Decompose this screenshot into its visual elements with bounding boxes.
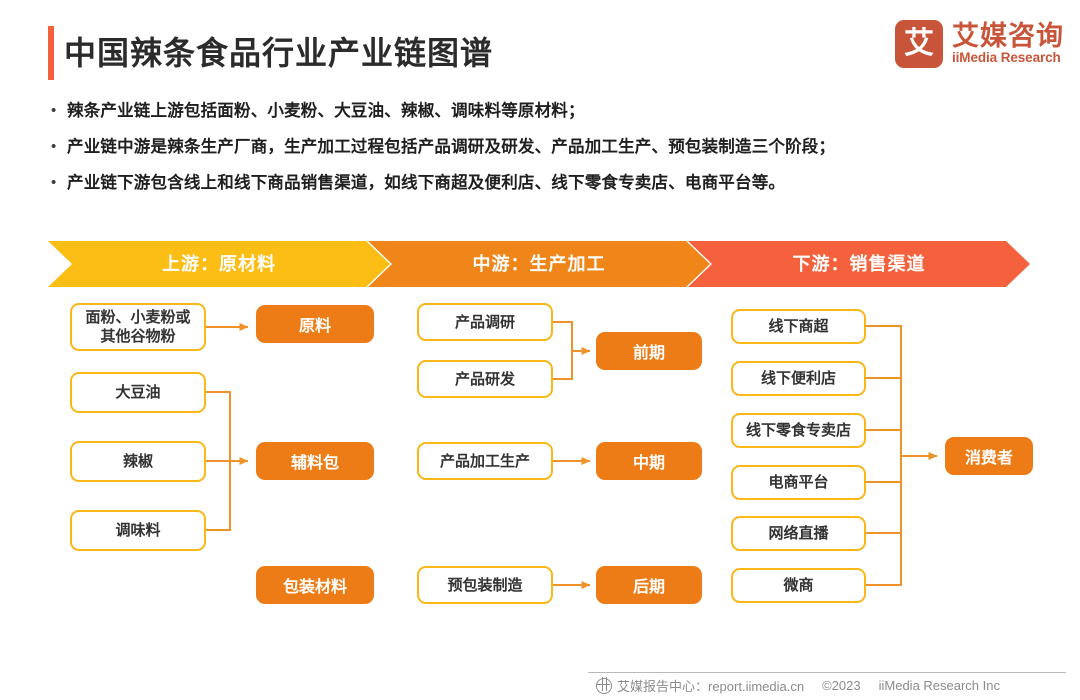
node-label: 预包装制造 xyxy=(447,576,523,594)
node-label: 微商 xyxy=(783,577,814,594)
node-raw-material[interactable]: 原料 xyxy=(256,305,374,343)
node-offline-snack-store[interactable]: 线下零食专卖店 xyxy=(731,413,866,448)
node-chili[interactable]: 辣椒 xyxy=(70,441,206,482)
node-wechat-business[interactable]: 微商 xyxy=(731,568,866,603)
node-late-stage[interactable]: 后期 xyxy=(596,566,702,604)
band-chevron-downstream xyxy=(688,241,1030,287)
stage-band-shapes xyxy=(48,241,1030,287)
logo-mark-glyph: 艾 xyxy=(904,27,934,60)
footer: 艾媒报告中心：report.iimedia.cn ©2023 iiMedia R… xyxy=(595,676,1000,695)
bullet-text: 产业链中游是辣条生产厂商，生产加工过程包括产品调研及研发、产品加工生产、预包装制… xyxy=(67,138,836,156)
node-offline-convenience-store[interactable]: 线下便利店 xyxy=(731,361,866,396)
title-accent-bar xyxy=(48,26,54,80)
node-mid-stage[interactable]: 中期 xyxy=(596,442,702,480)
node-live-streaming[interactable]: 网络直播 xyxy=(731,516,866,551)
bullet-dot-icon: • xyxy=(51,174,57,191)
node-label: 辅料包 xyxy=(290,455,339,472)
node-consumer[interactable]: 消费者 xyxy=(945,437,1033,475)
bullet-text: 辣条产业链上游包括面粉、小麦粉、大豆油、辣椒、调味料等原材料； xyxy=(67,102,585,120)
logo-cn-name: 艾媒咨询 xyxy=(952,20,1064,51)
list-item: • 产业链下游包含线上和线下商品销售渠道，如线下商超及便利店、线下零食专卖店、电… xyxy=(48,169,1043,197)
node-label: 原料 xyxy=(298,318,331,335)
node-label: 消费者 xyxy=(964,450,1013,467)
node-offline-supermarket[interactable]: 线下商超 xyxy=(731,309,866,344)
summary-bullet-list: • 辣条产业链上游包括面粉、小麦粉、大豆油、辣椒、调味料等原材料； • 产业链中… xyxy=(48,97,1043,205)
logo-en-name: iiMedia Research xyxy=(952,50,1061,66)
footer-copyright: ©2023 xyxy=(822,678,861,693)
node-label: 后期 xyxy=(632,579,665,596)
footer-divider xyxy=(588,672,1066,673)
globe-icon xyxy=(595,677,612,694)
footer-company: iiMedia Research Inc xyxy=(878,678,1000,693)
node-early-stage[interactable]: 前期 xyxy=(596,332,702,370)
node-prepackage-manufacturing[interactable]: 预包装制造 xyxy=(417,566,553,604)
band-label-upstream: 上游：原材料 xyxy=(162,254,276,274)
list-item: • 产业链中游是辣条生产厂商，生产加工过程包括产品调研及研发、产品加工生产、预包… xyxy=(48,133,1043,161)
bullet-dot-icon: • xyxy=(51,138,57,155)
node-label: 电商平台 xyxy=(768,474,829,491)
node-product-research[interactable]: 产品调研 xyxy=(417,303,553,341)
page-title: 中国辣条食品行业产业链图谱 xyxy=(64,35,494,71)
node-flour[interactable]: 面粉、小麦粉或其他谷物粉 xyxy=(70,303,206,351)
list-item: • 辣条产业链上游包括面粉、小麦粉、大豆油、辣椒、调味料等原材料； xyxy=(48,97,1043,125)
node-label: 网络直播 xyxy=(768,525,829,542)
node-label: 前期 xyxy=(632,345,665,362)
node-packaging-material[interactable]: 包装材料 xyxy=(256,566,374,604)
node-label: 大豆油 xyxy=(115,384,161,401)
band-label-downstream: 下游：销售渠道 xyxy=(792,254,926,274)
node-label: 调味料 xyxy=(115,522,161,539)
iimedia-logo: 艾 艾媒咨询 iiMedia Research xyxy=(895,20,1064,68)
node-ecommerce-platform[interactable]: 电商平台 xyxy=(731,465,866,500)
footer-report-center: 艾媒报告中心：report.iimedia.cn xyxy=(617,679,805,694)
node-seasoning[interactable]: 调味料 xyxy=(70,510,206,551)
stage-band: 上游：原材料 中游：生产加工 下游：销售渠道 xyxy=(48,241,1030,287)
node-product-processing[interactable]: 产品加工生产 xyxy=(417,442,553,480)
node-label: 产品加工生产 xyxy=(439,452,530,470)
node-label: 线下商超 xyxy=(768,318,829,335)
bullet-text: 产业链下游包含线上和线下商品销售渠道，如线下商超及便利店、线下零食专卖店、电商平… xyxy=(67,174,786,192)
band-chevron-midstream xyxy=(368,241,710,287)
node-label: 产品调研 xyxy=(454,313,515,331)
band-label-midstream: 中游：生产加工 xyxy=(472,254,606,274)
logo-mark-icon: 艾 xyxy=(895,20,943,68)
node-label: 包装材料 xyxy=(282,579,347,596)
logo-text: 艾媒咨询 iiMedia Research xyxy=(952,20,1064,67)
node-product-development[interactable]: 产品研发 xyxy=(417,360,553,398)
node-label: 面粉、小麦粉或其他谷物粉 xyxy=(85,309,191,345)
node-label: 产品研发 xyxy=(454,370,515,388)
bullet-dot-icon: • xyxy=(51,102,57,119)
node-label: 线下便利店 xyxy=(760,370,836,387)
node-label: 线下零食专卖店 xyxy=(745,422,851,439)
node-label: 中期 xyxy=(632,455,665,472)
node-soybean-oil[interactable]: 大豆油 xyxy=(70,372,206,413)
node-label: 辣椒 xyxy=(122,453,153,470)
band-chevron-upstream xyxy=(48,241,390,287)
node-auxiliary-pack[interactable]: 辅料包 xyxy=(256,442,374,480)
